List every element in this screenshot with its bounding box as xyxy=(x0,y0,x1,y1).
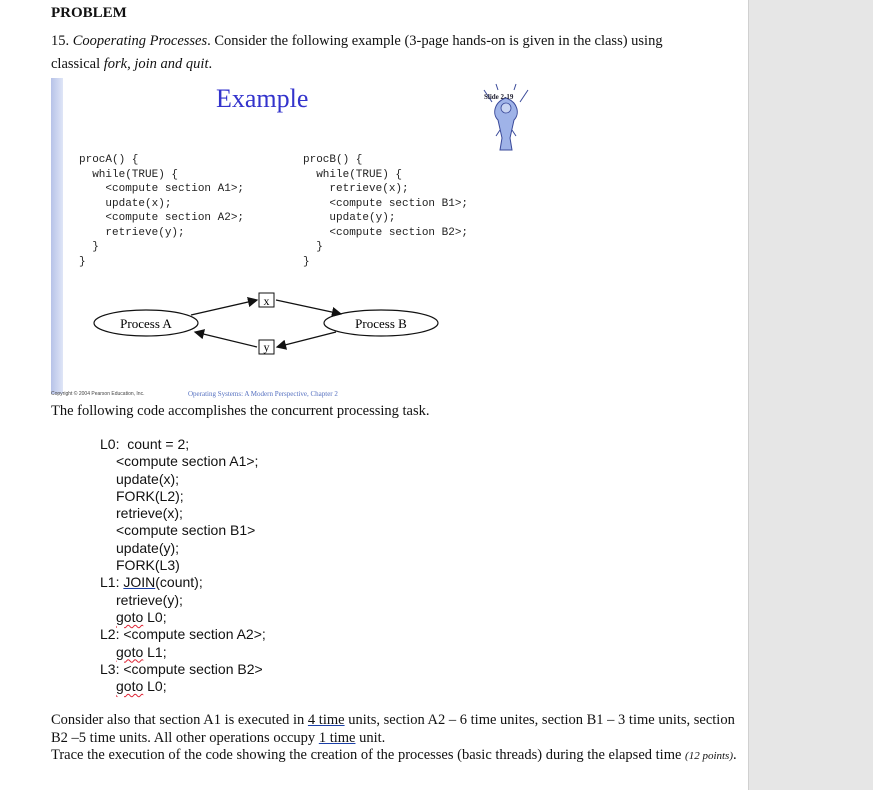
goto-keyword: goto xyxy=(116,608,144,625)
code-line: update(x); xyxy=(116,470,180,487)
slide-side-bar xyxy=(51,78,63,394)
problem-intro: 15. Cooperating Processes. Consider the … xyxy=(51,30,701,76)
code-line: while(TRUE) { xyxy=(303,168,403,181)
code-line: FORK(L2); xyxy=(116,487,184,504)
label-l0: L0: xyxy=(100,436,120,452)
code-line: <compute section B2>; xyxy=(303,226,469,239)
code-line: L0: count = 2; xyxy=(100,436,266,453)
code-line: while(TRUE) { xyxy=(79,168,179,181)
process-b-label: Process B xyxy=(355,316,407,331)
slide-number-label: Slide 2-19 xyxy=(484,93,514,101)
code-line: goto L1; xyxy=(100,644,266,661)
arrow-x-to-b xyxy=(275,299,343,318)
problem-number: 15. xyxy=(51,33,70,49)
code-line: <compute section B1>; xyxy=(303,197,469,210)
fork-join-code: L0: count = 2; <compute section A1>; upd… xyxy=(100,436,266,695)
variable-x-label: x xyxy=(264,294,270,308)
code-stmt: L1; xyxy=(147,643,167,660)
code-stmt: <compute section B2> xyxy=(123,660,263,677)
code-line: goto L0; xyxy=(100,678,266,695)
intro-end: . xyxy=(208,56,213,72)
code-line: procA() { xyxy=(79,154,139,166)
code-line: <compute section A2>; xyxy=(79,212,245,224)
code-stmt: <compute section A2>; xyxy=(123,626,266,643)
process-a-label: Process A xyxy=(120,316,172,331)
problem-title: Cooperating Processes xyxy=(72,33,208,49)
code-line: procB() { xyxy=(303,154,363,166)
text-run: Consider also that section A1 is execute… xyxy=(51,712,308,728)
code-stmt: L0; xyxy=(147,678,167,695)
code-line: } xyxy=(303,255,310,268)
code-line: } xyxy=(79,241,99,253)
variable-x-box xyxy=(258,292,275,308)
code-line: L2: <compute section A2>; xyxy=(100,626,266,643)
code-line: retrieve(x); xyxy=(116,505,183,522)
variable-y-box xyxy=(258,339,275,355)
process-b-node xyxy=(323,309,439,337)
proc-a-code: procA() { while(TRUE) { <compute section… xyxy=(79,153,244,269)
code-line: <compute section B1> xyxy=(116,522,256,539)
underlined-text: 4 time xyxy=(307,712,345,728)
code-line: retrieve(y); xyxy=(116,591,183,608)
code-line: update(y); xyxy=(116,539,180,556)
code-stmt: L0; xyxy=(147,608,167,625)
code-stmt: (count); xyxy=(155,574,203,591)
text-run: . xyxy=(733,747,737,763)
code-line: retrieve(y); xyxy=(79,226,185,239)
process-a-node xyxy=(93,309,199,337)
code-line: update(x); xyxy=(79,197,172,210)
text-run: unit. xyxy=(355,729,386,746)
slide-series-title: Operating Systems: A Modern Perspective,… xyxy=(188,390,338,398)
problem-conditions: Consider also that section A1 is execute… xyxy=(51,712,741,766)
underlined-text: 1 time xyxy=(318,729,356,746)
code-line: update(y); xyxy=(303,212,396,224)
code-line: } xyxy=(79,255,86,268)
goto-keyword: goto xyxy=(116,678,144,695)
code-line: L1: JOIN(count); xyxy=(100,574,266,591)
variable-y-label: y xyxy=(264,340,270,354)
slide-title: Example xyxy=(216,84,309,113)
intro-text: . Consider the following example (3-page… xyxy=(51,33,663,72)
points-label: (12 points) xyxy=(685,750,734,762)
code-line: <compute section A1>; xyxy=(79,183,245,195)
problem-heading: PROBLEM xyxy=(51,5,127,21)
join-keyword: JOIN xyxy=(123,574,156,591)
arrow-a-to-x xyxy=(190,296,259,316)
code-intro-text: The following code accomplishes the conc… xyxy=(51,403,430,419)
embedded-slide-image: Example Slide 2-19 procA() { while(TRUE)… xyxy=(51,78,551,400)
goto-keyword: goto xyxy=(116,643,144,660)
code-line: <compute section A1>; xyxy=(116,453,259,470)
code-line: } xyxy=(303,241,323,253)
arrow-b-to-y xyxy=(275,331,337,350)
label-l3: L3: xyxy=(100,660,120,677)
code-line: retrieve(x); xyxy=(303,183,409,195)
process-diagram: Process A Process B x y xyxy=(93,292,439,355)
juggler-icon xyxy=(483,83,529,151)
proc-b-code: procB() { while(TRUE) { retrieve(x); <co… xyxy=(303,153,468,269)
slide-badge: Slide 2-19 xyxy=(476,80,536,152)
code-line: L3: <compute section B2> xyxy=(100,661,266,678)
label-l2: L2: xyxy=(100,626,120,643)
code-line: FORK(L3) xyxy=(116,557,180,574)
right-gray-panel xyxy=(748,0,873,790)
slide-copyright: Copyright © 2004 Pearson Education, Inc. xyxy=(51,391,145,397)
arrow-y-to-a xyxy=(193,329,258,348)
document-page: PROBLEM 15. Cooperating Processes. Consi… xyxy=(51,5,741,766)
text-run: units, section A2 – 6 time unites, secti… xyxy=(51,712,735,746)
code-line: goto L0; xyxy=(100,609,266,626)
code-stmt: count = 2; xyxy=(127,436,190,452)
text-run: Trace the execution of the code showing … xyxy=(51,747,686,763)
label-l1: L1: xyxy=(100,574,120,591)
intro-italic: fork, join and quit xyxy=(103,56,209,72)
